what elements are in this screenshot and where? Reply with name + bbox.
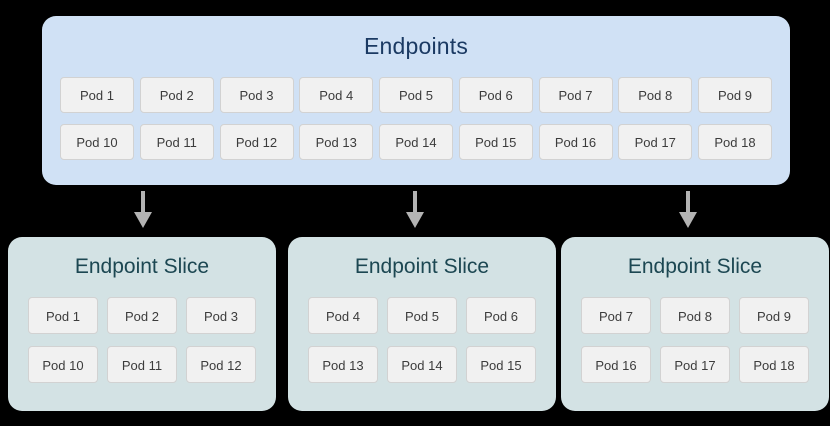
endpoint-slice-title: Endpoint Slice xyxy=(74,255,210,278)
endpoint-slice-panel-1: Endpoint Slice Pod 1 Pod 2 Pod 3 Pod 10 … xyxy=(8,237,276,411)
pod-chip[interactable]: Pod 18 xyxy=(739,346,809,383)
pod-chip[interactable]: Pod 9 xyxy=(739,297,809,334)
pod-chip[interactable]: Pod 16 xyxy=(581,346,651,383)
pod-chip[interactable]: Pod 7 xyxy=(538,77,613,113)
endpoints-panel: Endpoints Pod 1 Pod 2 Pod 3 Pod 4 Pod 5 … xyxy=(42,16,790,185)
pod-chip[interactable]: Pod 12 xyxy=(219,124,294,160)
pod-chip[interactable]: Pod 15 xyxy=(466,346,536,383)
endpoint-slice-panel-2: Endpoint Slice Pod 4 Pod 5 Pod 6 Pod 13 … xyxy=(288,237,556,411)
pod-chip[interactable]: Pod 12 xyxy=(186,346,256,383)
endpoint-slice-panel-3: Endpoint Slice Pod 7 Pod 8 Pod 9 Pod 16 … xyxy=(561,237,829,411)
pod-chip[interactable]: Pod 2 xyxy=(139,77,214,113)
arrow-down-icon xyxy=(134,191,152,228)
slice-pod-row-1: Pod 1 Pod 2 Pod 3 xyxy=(8,297,276,334)
pod-chip[interactable]: Pod 9 xyxy=(698,77,772,113)
pod-chip[interactable]: Pod 1 xyxy=(28,297,98,334)
pod-chip[interactable]: Pod 15 xyxy=(458,124,533,160)
pod-chip[interactable]: Pod 4 xyxy=(308,297,378,334)
pod-chip[interactable]: Pod 10 xyxy=(60,124,134,160)
pod-chip[interactable]: Pod 17 xyxy=(618,124,693,160)
pod-chip[interactable]: Pod 7 xyxy=(581,297,651,334)
slice-pod-row-2: Pod 13 Pod 14 Pod 15 xyxy=(288,346,556,383)
slice-pod-row-1: Pod 4 Pod 5 Pod 6 xyxy=(288,297,556,334)
pod-chip[interactable]: Pod 16 xyxy=(538,124,613,160)
pod-chip[interactable]: Pod 11 xyxy=(107,346,177,383)
pod-chip[interactable]: Pod 2 xyxy=(107,297,177,334)
pod-chip[interactable]: Pod 11 xyxy=(139,124,214,160)
slice-pod-row-1: Pod 7 Pod 8 Pod 9 xyxy=(561,297,829,334)
pod-chip[interactable]: Pod 5 xyxy=(379,77,453,113)
pod-chip[interactable]: Pod 17 xyxy=(660,346,730,383)
pod-chip[interactable]: Pod 13 xyxy=(308,346,378,383)
pod-chip[interactable]: Pod 14 xyxy=(387,346,457,383)
arrow-down-icon xyxy=(679,191,697,228)
pod-chip[interactable]: Pod 3 xyxy=(186,297,256,334)
pod-chip[interactable]: Pod 5 xyxy=(387,297,457,334)
pod-chip[interactable]: Pod 13 xyxy=(299,124,374,160)
pod-chip[interactable]: Pod 10 xyxy=(28,346,98,383)
pod-chip[interactable]: Pod 18 xyxy=(698,124,772,160)
endpoints-title: Endpoints xyxy=(363,33,469,59)
endpoints-pod-row-1: Pod 1 Pod 2 Pod 3 Pod 4 Pod 5 Pod 6 Pod … xyxy=(42,77,790,113)
endpoint-slice-title: Endpoint Slice xyxy=(627,255,763,278)
endpoints-pod-row-2: Pod 10 Pod 11 Pod 12 Pod 13 Pod 14 Pod 1… xyxy=(42,124,790,160)
endpoint-slice-title: Endpoint Slice xyxy=(354,255,490,278)
pod-chip[interactable]: Pod 6 xyxy=(458,77,533,113)
pod-chip[interactable]: Pod 8 xyxy=(618,77,693,113)
pod-chip[interactable]: Pod 8 xyxy=(660,297,730,334)
slice-pod-row-2: Pod 10 Pod 11 Pod 12 xyxy=(8,346,276,383)
pod-chip[interactable]: Pod 4 xyxy=(299,77,374,113)
slice-pod-row-2: Pod 16 Pod 17 Pod 18 xyxy=(561,346,829,383)
pod-chip[interactable]: Pod 14 xyxy=(379,124,453,160)
pod-chip[interactable]: Pod 3 xyxy=(219,77,294,113)
pod-chip[interactable]: Pod 1 xyxy=(60,77,134,113)
pod-chip[interactable]: Pod 6 xyxy=(466,297,536,334)
arrow-down-icon xyxy=(406,191,424,228)
